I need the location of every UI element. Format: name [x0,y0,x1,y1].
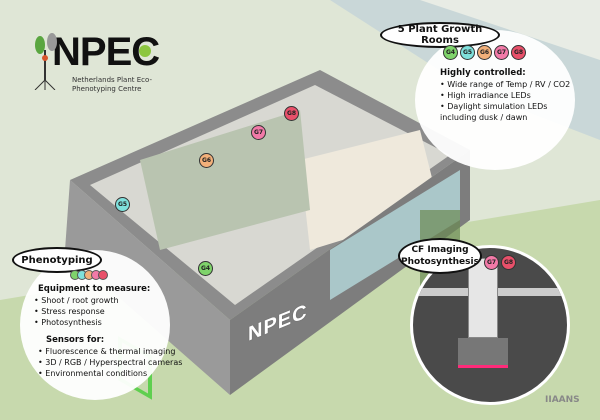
list-item: Fluorescence & thermal imaging [38,346,188,357]
list-item: High irradiance LEDs [440,90,580,101]
plant-logo-icon [34,33,57,90]
glass-facade [330,170,460,300]
equipment-heading: Equipment to measure: [38,284,151,294]
growth-rooms-heading: Highly controlled: [440,68,526,78]
badge-g7: G7 [484,255,499,270]
room-color-dots [70,265,108,284]
growth-rooms-text: Highly controlled: Wide range of Temp / … [440,67,580,123]
room-label-g6: G6 [199,153,214,168]
list-item: Environmental conditions [38,368,188,379]
room-label-g7: G7 [251,125,266,140]
list-item: 3D / RGB / Hyperspectral cameras [38,357,188,368]
badge-g6: G6 [477,45,492,60]
list-item: Wide range of Temp / RV / CO2 [440,79,580,90]
list-item: Daylight simulation LEDs including dusk … [440,101,580,123]
badge-g4: G4 [443,45,458,60]
badge-g5: G5 [460,45,475,60]
list-item: Photosynthesis [34,317,188,328]
badge-g8: G8 [511,45,526,60]
room-label-g4: G4 [198,261,213,276]
phenotyping-title: Phenotyping [12,247,102,273]
cf-imaging-title: CF Imaging Photosynthesis [398,238,482,274]
sensors-heading: Sensors for: [46,335,105,345]
room-label-g8: G8 [284,106,299,121]
logo-dot [139,45,151,57]
cf-title-line1: CF Imaging [411,245,469,255]
badge-g7: G7 [494,45,509,60]
room-label-g5: G5 [115,197,130,212]
imaging-robot [468,258,498,338]
growth-rooms [140,110,310,250]
badge-g8: G8 [501,255,516,270]
imaging-light [458,338,508,368]
cf-title-line2: Photosynthesis [401,257,479,267]
growth-rooms-title: 5 Plant Growth Rooms [380,22,500,48]
logo-subtitle: Netherlands Plant Eco-Phenotyping Centre [72,76,152,93]
illustrator-credit: IIAANS [545,395,580,405]
phenotyping-text: Equipment to measure: Shoot / root growt… [38,283,188,379]
list-item: Stress response [34,306,188,317]
list-item: Shoot / root growth [34,295,188,306]
